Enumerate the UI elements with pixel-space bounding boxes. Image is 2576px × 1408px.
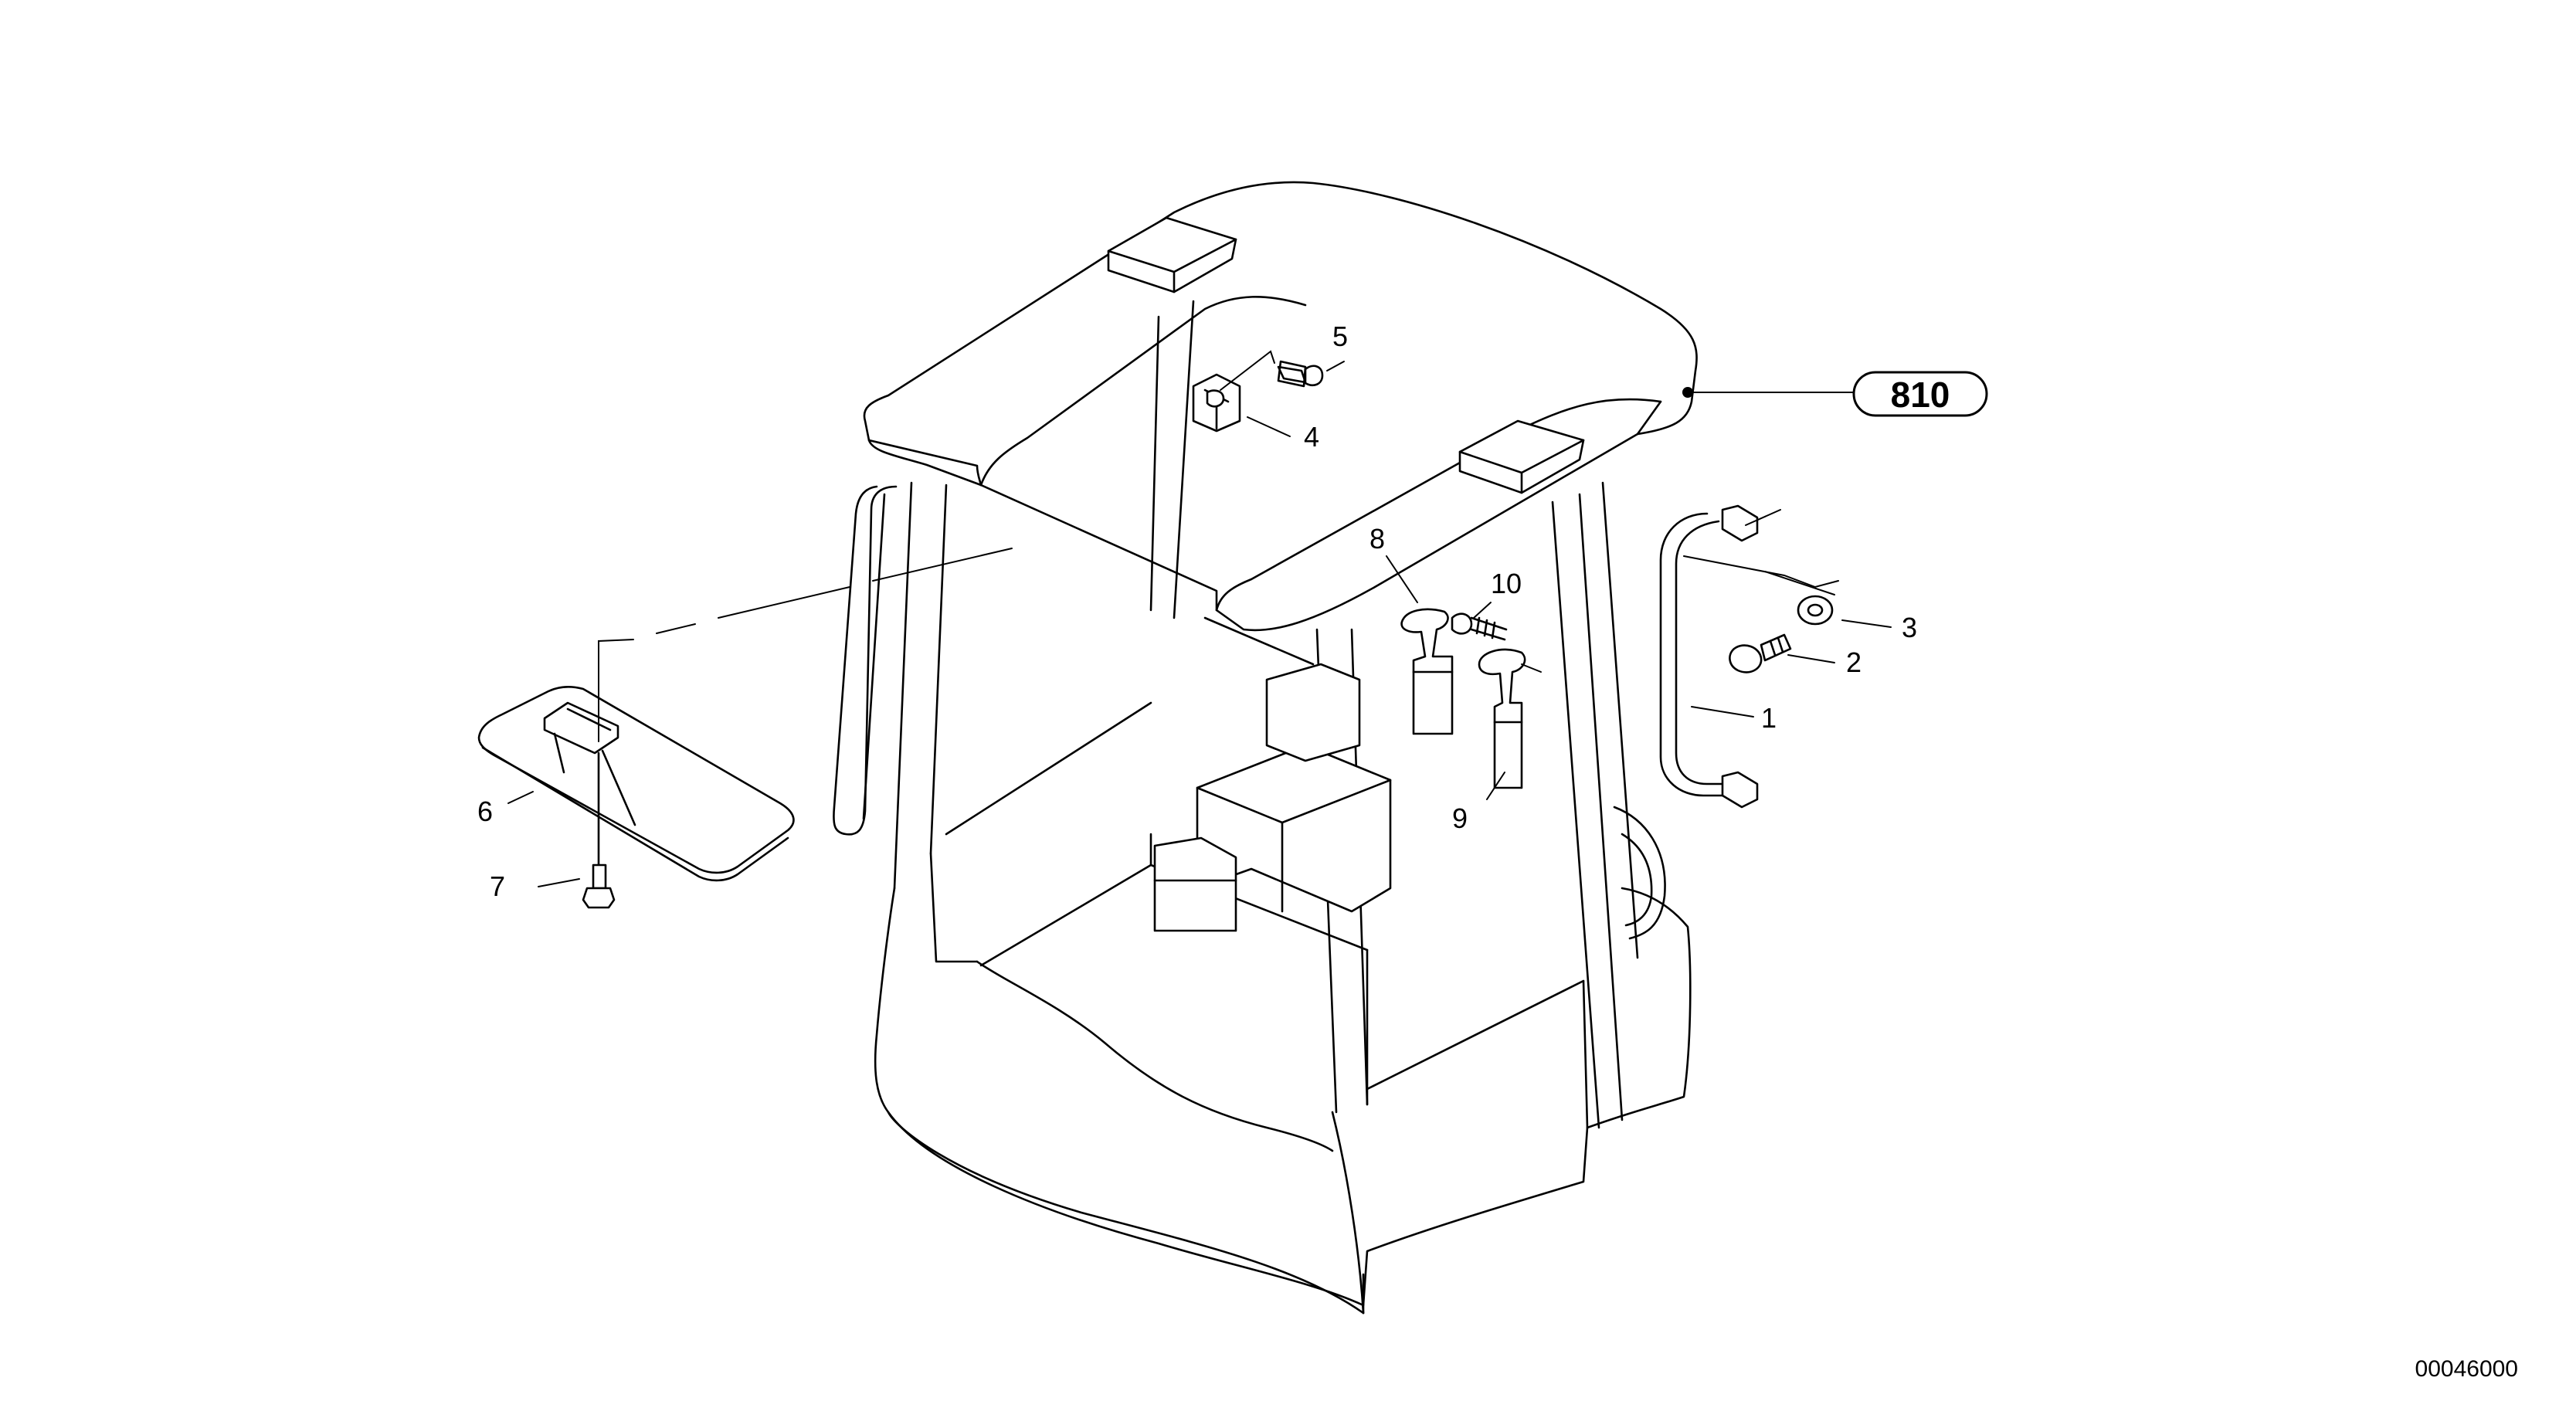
part-2-bolt [1729,633,1792,673]
leader-lines [507,350,1892,887]
reference-badge-label: 810 [1891,375,1950,415]
callout-1: 1 [1761,702,1777,734]
drawing-number: 00046000 [2415,1356,2518,1382]
part-10-screw [1451,612,1508,641]
part-4-bracket [1192,373,1241,433]
part-6-panel [477,686,795,909]
part-5-bolt [1277,360,1324,388]
part-9-latch [1478,648,1526,789]
callout-3: 3 [1902,612,1917,643]
part-8-latch [1400,608,1454,735]
callout-5: 5 [1332,321,1348,352]
callout-8: 8 [1369,523,1385,555]
cab-body [833,181,1698,1315]
callout-4: 4 [1304,421,1319,453]
callout-6: 6 [477,796,493,827]
callout-9: 9 [1452,802,1468,834]
callout-10: 10 [1491,568,1522,599]
part-1-handrail [1659,504,1759,809]
callout-2: 2 [1846,646,1862,678]
callout-7: 7 [490,870,505,902]
reference-badge: 810 [1852,371,1988,417]
part-3-washer [1797,595,1834,626]
